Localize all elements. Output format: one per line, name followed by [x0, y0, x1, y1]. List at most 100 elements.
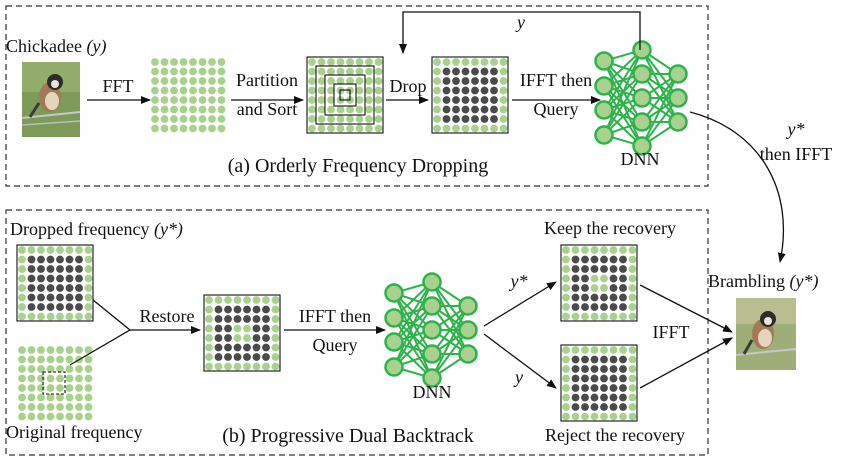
reject-branch-arrow [483, 333, 557, 389]
dnn-node [594, 76, 614, 96]
frequency-dot [75, 312, 83, 321]
frequency-dot [600, 284, 608, 292]
frequency-dot [590, 355, 599, 364]
frequency-dot [619, 365, 627, 373]
frequency-dot [37, 346, 45, 354]
frequency-dot [214, 343, 223, 352]
frequency-dot [75, 412, 83, 421]
frequency-dot [355, 77, 364, 85]
frequency-dot [452, 115, 460, 123]
frequency-dot [571, 246, 580, 254]
frequency-dot [75, 393, 83, 402]
frequency-dot [170, 124, 178, 133]
frequency-dot [170, 105, 178, 114]
frequency-dot [355, 105, 364, 114]
frequency-dot [170, 67, 178, 76]
frequency-dot [562, 284, 570, 292]
frequency-dot [609, 355, 618, 364]
frequency-dot [84, 255, 93, 264]
frequency-dot [600, 246, 608, 254]
frequency-dot [609, 255, 618, 264]
frequency-dot [217, 115, 226, 123]
frequency-dot [619, 346, 627, 354]
frequency-dot [619, 393, 627, 402]
frequency-dot [46, 393, 55, 402]
frequency-dot [590, 284, 599, 292]
frequency-dot [433, 115, 441, 123]
frequency-dot [65, 346, 74, 354]
reject-branch-label: y [513, 367, 523, 387]
frequency-dot [18, 303, 26, 311]
frequency-dot [571, 293, 580, 302]
frequency-dot [205, 324, 213, 333]
frequency-dot [198, 115, 207, 123]
frequency-dot [243, 353, 251, 361]
frequency-dot [271, 334, 280, 342]
frequency-dot [151, 105, 159, 114]
frequency-dot [628, 355, 637, 364]
frequency-dot [18, 412, 26, 421]
frequency-dot [590, 393, 599, 402]
frequency-dot [600, 346, 608, 354]
frequency-dot [609, 403, 618, 411]
dnn-connection [603, 49, 643, 136]
frequency-dot [571, 303, 580, 311]
feedback-arrow [399, 11, 641, 54]
frequency-dot [37, 303, 45, 311]
frequency-dot [374, 67, 383, 76]
dropped-frequency-label: Dropped frequency [10, 219, 149, 239]
frequency-dot [327, 105, 335, 114]
frequency-dot [609, 384, 618, 392]
frequency-dot [628, 412, 637, 421]
frequency-dot [198, 58, 207, 66]
frequency-dot [18, 374, 26, 383]
frequency-dot [214, 353, 223, 361]
frequency-dot [252, 362, 261, 371]
frequency-dot [37, 255, 45, 264]
dropped-frequency-grid [18, 246, 93, 321]
frequency-dot [75, 246, 83, 254]
frequency-dot [433, 105, 441, 114]
frequency-dot [562, 274, 570, 283]
dnn-node [458, 296, 478, 316]
frequency-dot [18, 284, 26, 292]
frequency-dot [609, 312, 618, 321]
frequency-dot [317, 105, 326, 114]
frequency-dot [37, 403, 45, 411]
frequency-dot [198, 77, 207, 85]
frequency-dot [590, 303, 599, 311]
frequency-dot [442, 105, 451, 114]
frequency-dot [562, 412, 570, 421]
panel-b-title: (b) Progressive Dual Backtrack [222, 425, 474, 447]
frequency-dot [590, 374, 599, 383]
frequency-dot [562, 355, 570, 364]
frequency-dot [571, 393, 580, 402]
frequency-dot [65, 355, 74, 364]
query-label-a-line2: Query [534, 99, 579, 119]
frequency-dot [600, 412, 608, 421]
frequency-dot [628, 265, 637, 273]
keep-branch-arrow [483, 281, 557, 327]
frequency-dot [27, 255, 36, 264]
frequency-dot [208, 124, 216, 133]
frequency-dot [160, 86, 169, 95]
frequency-dot [18, 365, 26, 373]
frequency-dot [205, 362, 213, 371]
frequency-dot [214, 334, 223, 342]
frequency-dot [452, 124, 460, 133]
frequency-dot [619, 265, 627, 273]
frequency-dot [480, 77, 489, 85]
frequency-dot [27, 303, 36, 311]
frequency-dot [84, 246, 93, 254]
frequency-dot [308, 124, 316, 133]
reject-recovery-grid [562, 346, 637, 421]
frequency-dot [179, 86, 188, 95]
frequency-dot [37, 393, 45, 402]
query-label-b-line2: Query [313, 335, 358, 355]
frequency-dot [336, 58, 345, 66]
frequency-dot [374, 124, 383, 133]
frequency-dot [37, 365, 45, 373]
frequency-dot [84, 303, 93, 311]
frequency-dot [243, 324, 251, 333]
frequency-dot [619, 374, 627, 383]
